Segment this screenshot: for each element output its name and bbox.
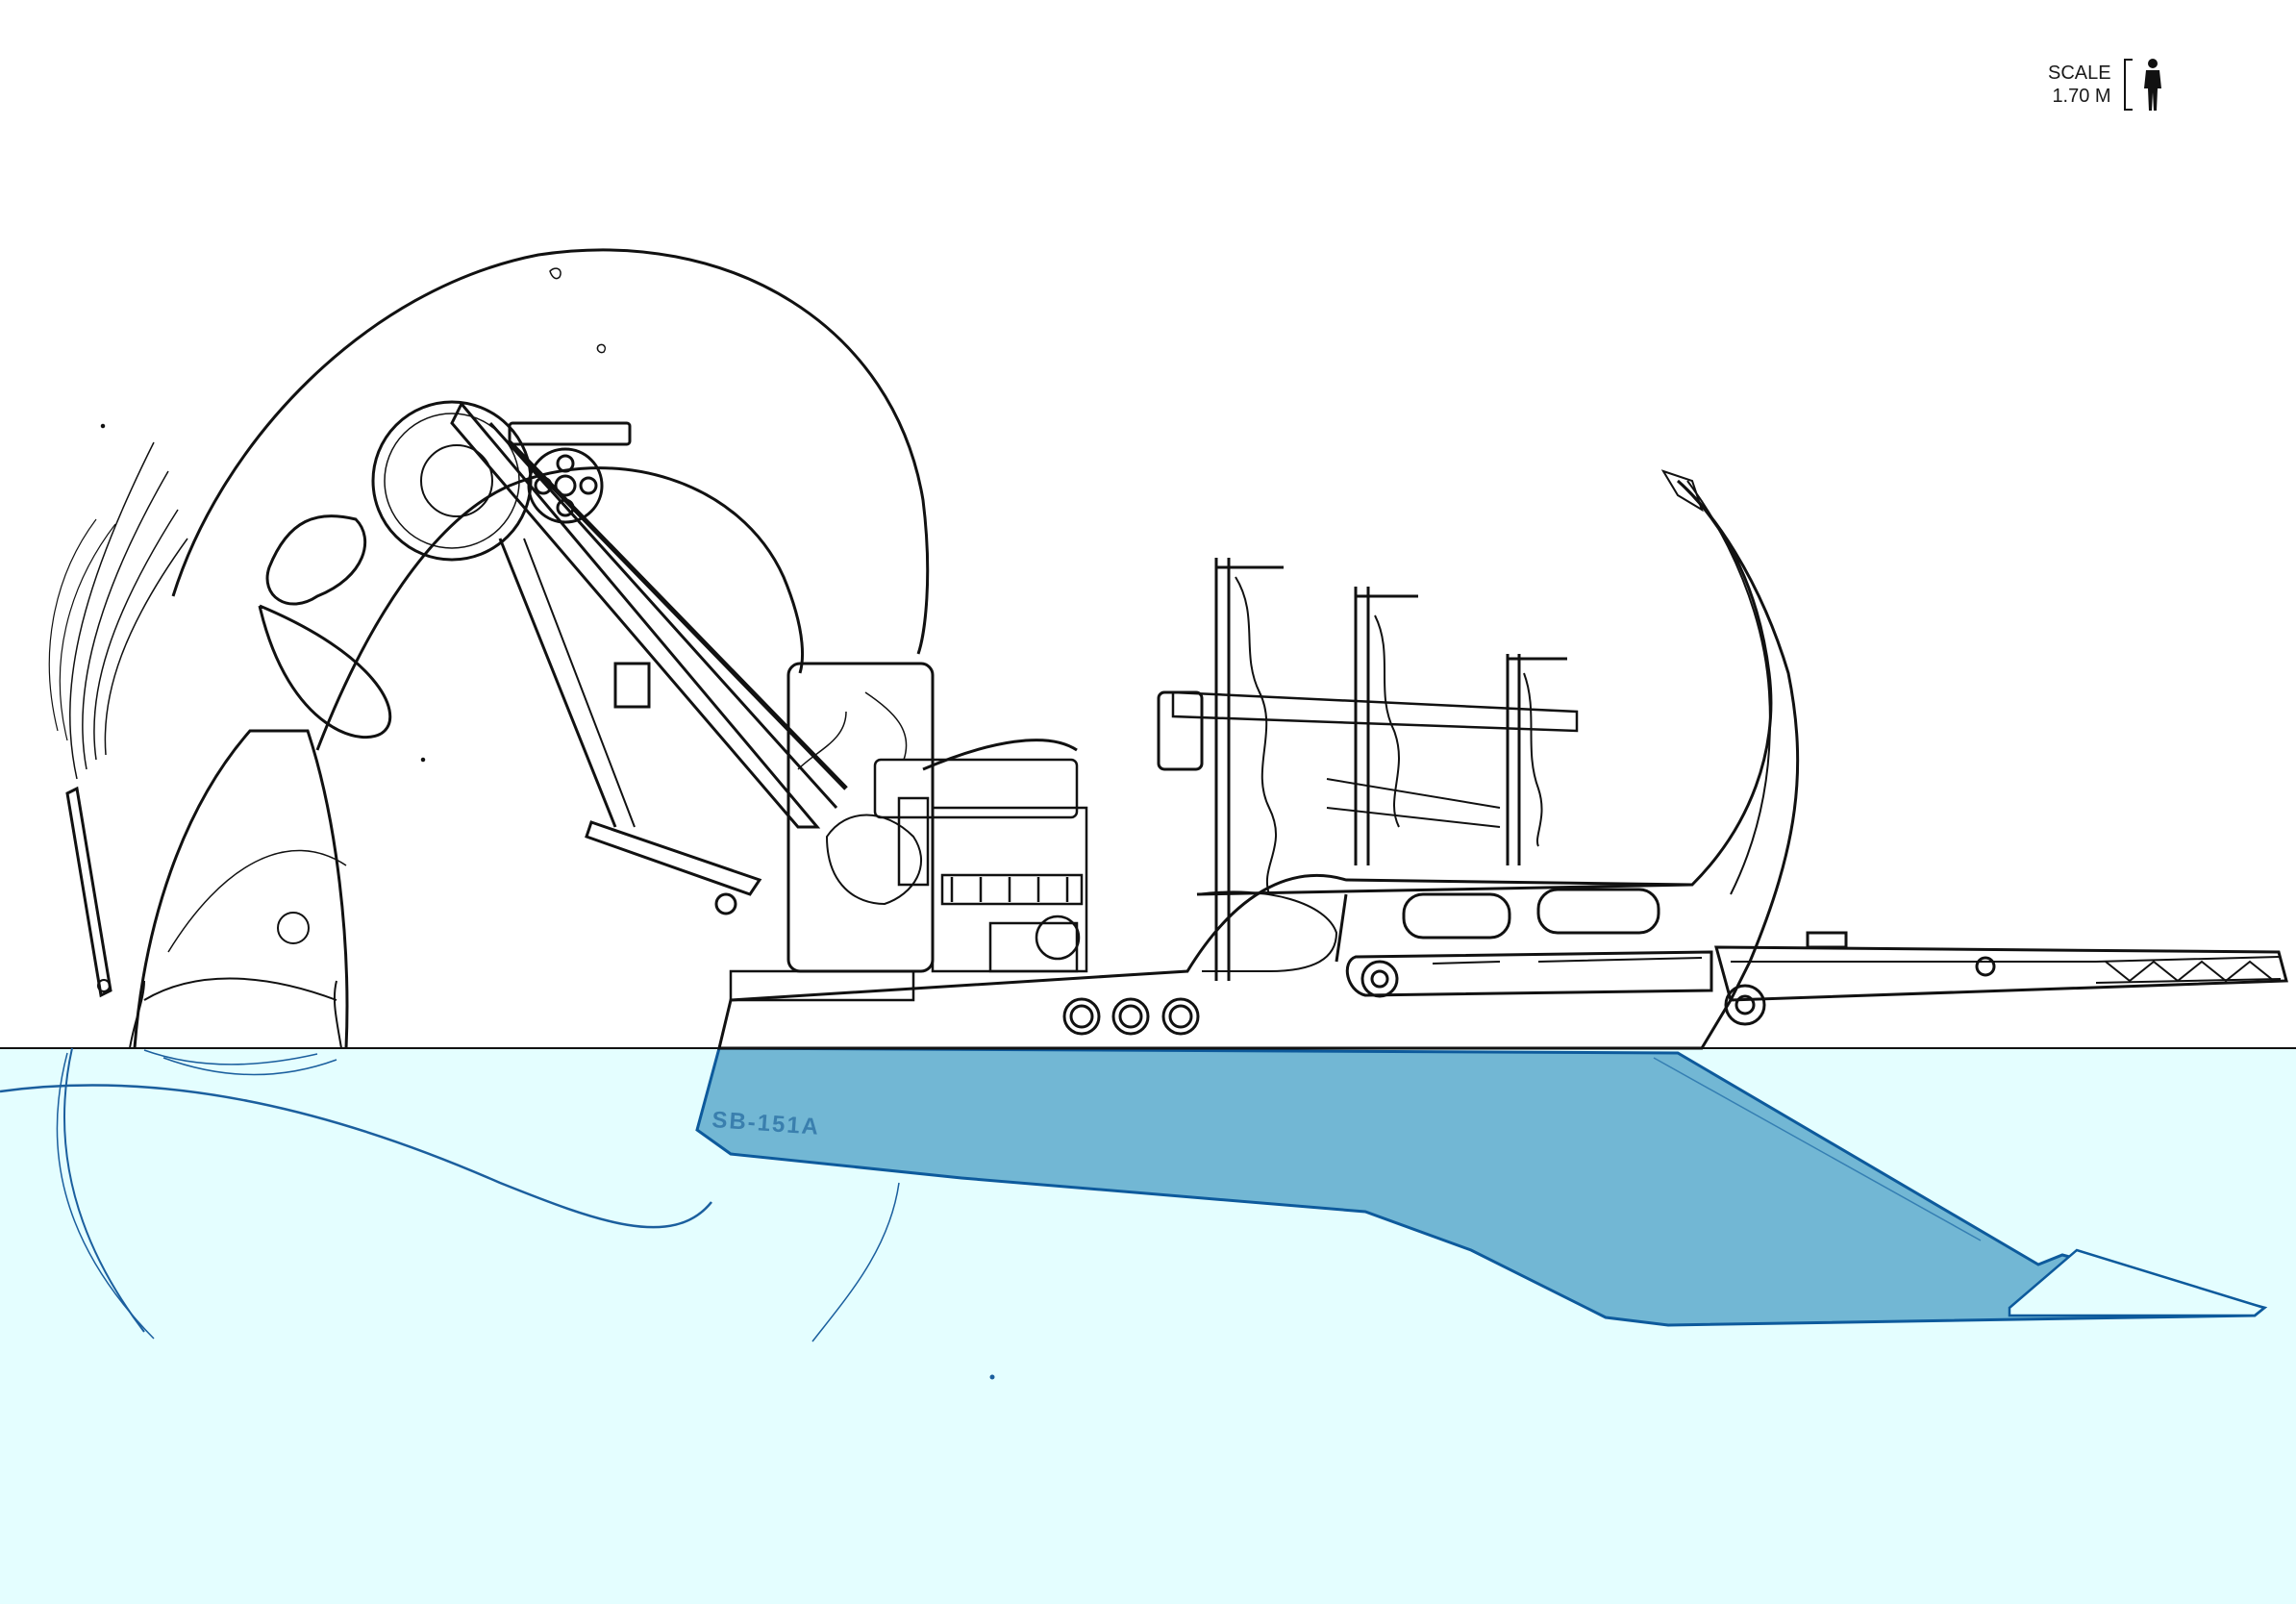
- height-bracket-icon: [2123, 59, 2133, 111]
- scale-text: SCALE 1.70 M: [2048, 62, 2111, 108]
- scale-indicator: SCALE 1.70 M: [2048, 58, 2165, 112]
- scoop-arm: [48, 441, 392, 1049]
- wheel-housing: [171, 248, 930, 751]
- splash-ripples: [143, 1049, 337, 1076]
- scale-figure: [2123, 58, 2165, 112]
- scale-label: SCALE: [2048, 63, 2111, 84]
- hull-deck: [717, 469, 1800, 1050]
- scale-value: 1.70 M: [2052, 86, 2111, 107]
- masts: [1157, 558, 1579, 981]
- boom-arm: [1345, 931, 2288, 1026]
- trailing-rope-left: [63, 1047, 145, 1333]
- bubble: [989, 1374, 995, 1380]
- keel-inner-line: [1653, 1057, 1982, 1241]
- trailing-rope-mid: [811, 1182, 900, 1342]
- water-current-line: [0, 1084, 712, 1229]
- underwater-keel: [695, 1046, 2268, 1327]
- housing-marks: [100, 267, 607, 763]
- crane-jib: [450, 401, 848, 915]
- engine-machinery: [825, 758, 1088, 973]
- keel-tip: [2008, 1248, 2267, 1317]
- trailing-rope-left-b: [56, 1052, 155, 1340]
- human-figure-icon: [2143, 59, 2161, 111]
